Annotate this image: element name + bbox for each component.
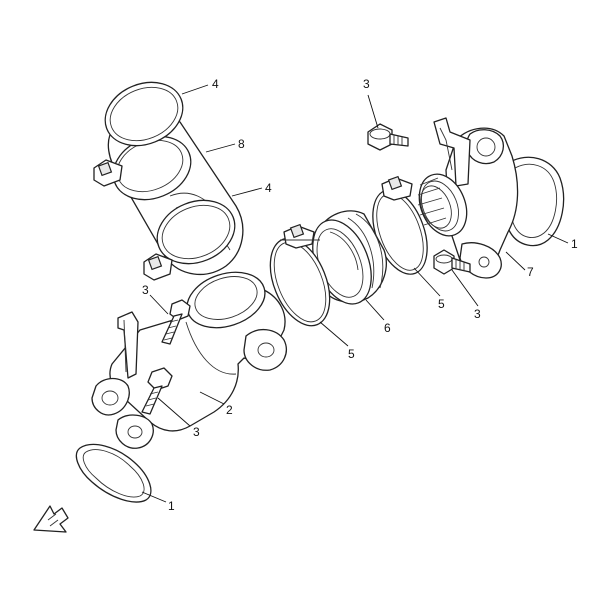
bolt-left-lower: [141, 367, 173, 415]
leader-lines: [141, 84, 569, 503]
callout-4-lower: 4: [265, 181, 272, 195]
front-direction-arrow-icon: [33, 505, 69, 533]
callout-3-right: 3: [474, 307, 481, 321]
hose-clamp-top: [93, 81, 184, 187]
callout-7: 7: [527, 265, 534, 279]
intake-boot-right: [417, 117, 519, 279]
bolt-right: [433, 249, 471, 275]
callout-1-left: 1: [168, 499, 175, 513]
callout-4-top: 4: [212, 77, 219, 91]
callout-5-right: 5: [438, 297, 445, 311]
hose-clamp-right: [372, 175, 428, 275]
callout-6: 6: [384, 321, 391, 335]
callout-8: 8: [238, 137, 245, 151]
callout-2: 2: [226, 403, 233, 417]
callout-3-top: 3: [363, 77, 370, 91]
bolt-top: [367, 123, 409, 151]
hose-clamp-middle: [269, 223, 331, 327]
intake-manifold-left: [91, 271, 287, 449]
callout-3-left-upper: 3: [142, 283, 149, 297]
gasket-left: [75, 443, 152, 503]
callout-1-right: 1: [571, 237, 578, 251]
callout-5-middle: 5: [348, 347, 355, 361]
callouts: 4 8 4 3 1 7 3 5 6 5 3 2 3 1: [142, 77, 578, 513]
bolt-left-upper: [161, 299, 191, 345]
hose-clamp-lower: [143, 199, 236, 281]
callout-3-left-lower: 3: [193, 425, 200, 439]
rubber-connector: [312, 210, 387, 305]
